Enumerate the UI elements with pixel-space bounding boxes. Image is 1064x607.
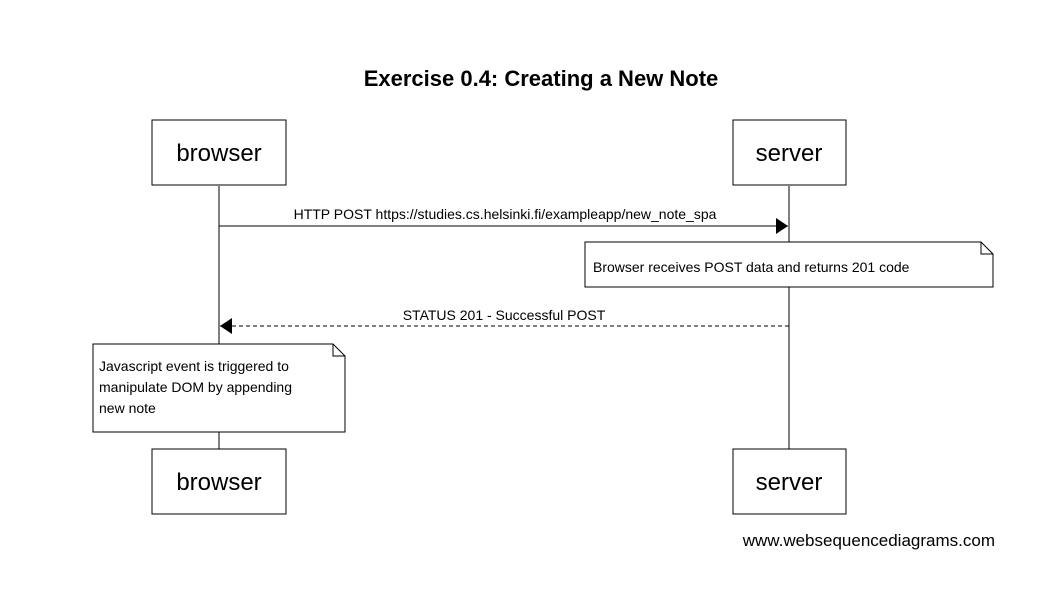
- participant-server-bottom: server: [732, 448, 847, 515]
- watermark-text: www.websequencediagrams.com: [742, 531, 995, 550]
- note-browser-line-3: new note: [99, 400, 156, 416]
- participant-browser-bottom-label: browser: [176, 469, 261, 496]
- participant-browser-top-label: browser: [176, 140, 261, 167]
- diagram-title: Exercise 0.4: Creating a New Note: [364, 66, 719, 91]
- message-http-post: HTTP POST https://studies.cs.helsinki.fi…: [219, 206, 788, 234]
- note-server: Browser receives POST data and returns 2…: [584, 241, 994, 288]
- participant-server-top-label: server: [756, 140, 823, 167]
- participant-server-bottom-label: server: [756, 469, 823, 496]
- note-browser: Javascript event is triggered to manipul…: [92, 343, 346, 433]
- message-status-201: STATUS 201 - Successful POST: [220, 307, 789, 334]
- note-browser-line-2: manipulate DOM by appending: [99, 379, 292, 395]
- participant-browser-top: browser: [151, 119, 287, 186]
- note-server-text: Browser receives POST data and returns 2…: [593, 259, 910, 275]
- message-status-201-label: STATUS 201 - Successful POST: [403, 307, 606, 323]
- note-browser-line-1: Javascript event is triggered to: [99, 358, 289, 374]
- message-http-post-label: HTTP POST https://studies.cs.helsinki.fi…: [294, 206, 717, 222]
- participant-server-top: server: [732, 119, 847, 186]
- participant-browser-bottom: browser: [151, 448, 287, 515]
